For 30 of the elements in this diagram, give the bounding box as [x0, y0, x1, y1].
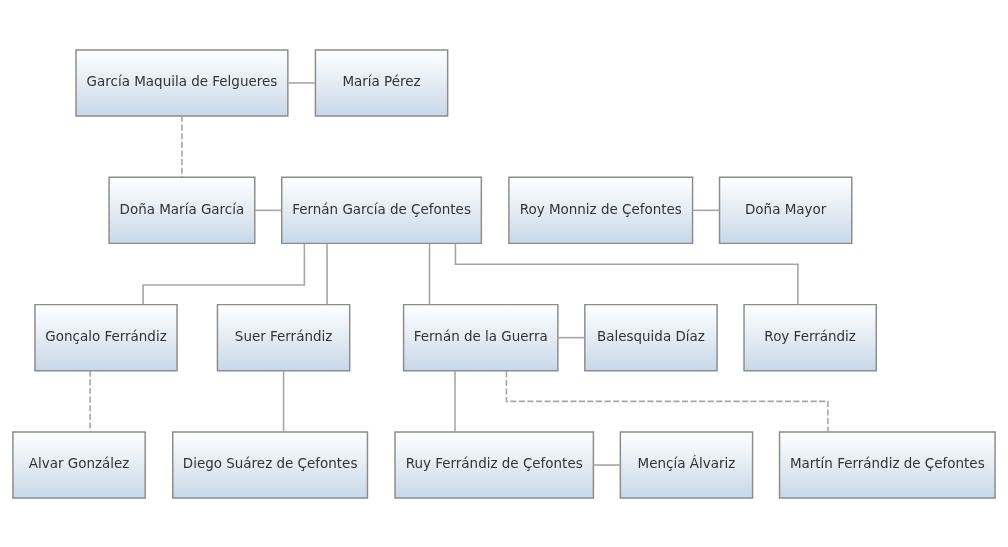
node-box: María Pérez: [314, 48, 449, 117]
node-box: Roy Ferrándiz: [743, 303, 877, 371]
node-box: Fernán de la Guerra: [402, 303, 559, 371]
connector: [326, 242, 328, 305]
connector: [254, 209, 283, 211]
node-box: Diego Suárez de Çefontes: [172, 430, 369, 499]
node-box: Ruy Ferrándiz de Çefontes: [394, 430, 595, 499]
connector: [454, 369, 456, 432]
node-box: Martín Ferrándiz de Çefontes: [778, 430, 996, 499]
connector: [428, 242, 431, 305]
node-box: Doña Mayor: [718, 176, 853, 244]
connector: [454, 242, 799, 305]
node-box: García Maquila de Felgueres: [75, 48, 289, 117]
connector: [592, 463, 621, 466]
connector: [282, 369, 285, 432]
connector: [505, 369, 829, 432]
node-box: Fernán García de Çefontes: [281, 176, 483, 244]
connector: [691, 209, 721, 211]
node-box: Gonçalo Ferrándiz: [34, 303, 178, 371]
node-box: Balesquida Díaz: [584, 303, 718, 371]
connector: [181, 114, 183, 178]
node-box: Doña María García: [108, 176, 256, 244]
node-box: Mençía Álvariz: [619, 430, 754, 499]
node-box: Suer Ferrándiz: [216, 303, 351, 371]
connector: [557, 336, 586, 338]
node-box: Alvar González: [12, 430, 146, 499]
node-box: Roy Monniz de Çefontes: [508, 176, 694, 244]
connector: [142, 242, 306, 305]
connector: [287, 81, 316, 84]
connector: [89, 369, 91, 432]
